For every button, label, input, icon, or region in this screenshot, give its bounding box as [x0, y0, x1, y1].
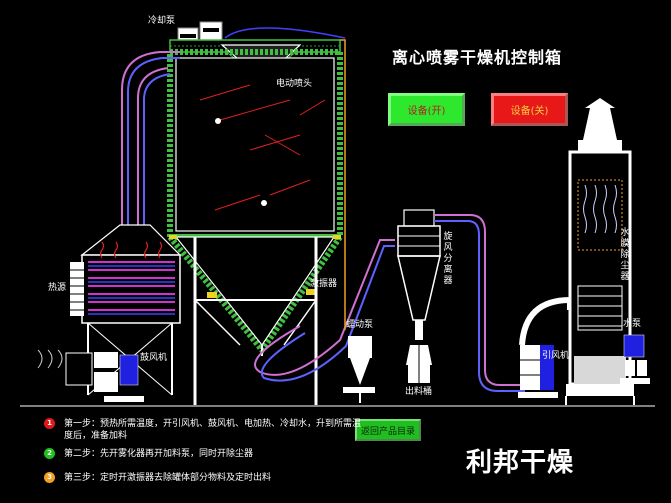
inlet-air-duct — [121, 51, 180, 240]
peristaltic-pump-label: 蠕动泵 — [346, 320, 374, 330]
device-off-button[interactable]: 设备(关) — [491, 93, 568, 126]
blower-label: 鼓风机 — [140, 353, 168, 363]
step-2-number: 2 — [44, 448, 55, 459]
peristaltic-pump-icon — [343, 336, 375, 403]
heater-box — [70, 224, 182, 396]
exhaust-pipe — [434, 214, 525, 392]
blower-icon — [37, 349, 144, 402]
step-3-text: 第三步：定时开激振器去除罐体部分物料及定时出料 — [64, 473, 272, 483]
dust-remover-label: 水膜除尘器 — [620, 228, 630, 282]
step-2-text: 第二步：先开雾化器再开加料泵，同时开除尘器 — [64, 449, 254, 459]
discharge-barrel-label: 出料桶 — [405, 387, 433, 397]
induced-fan-icon — [518, 296, 573, 398]
step-3-number: 3 — [44, 472, 55, 483]
back-to-catalog-button[interactable]: 返回产品目录 — [355, 419, 421, 441]
outlet-pipe — [254, 39, 395, 382]
cooling-pump-icon — [176, 21, 346, 46]
induced-fan-label: 引风机 — [542, 351, 570, 361]
cyclone-separator — [397, 209, 441, 383]
water-pump-icon — [620, 334, 650, 384]
step-1-number: 1 — [44, 418, 55, 429]
page-title: 离心喷雾干燥机控制箱 — [392, 48, 563, 67]
brand-name: 利邦干燥 — [466, 448, 575, 478]
cyclone-label: 旋风分离器 — [443, 232, 453, 286]
cooling-pump-label: 冷却泵 — [148, 16, 176, 26]
drying-chamber — [163, 39, 346, 405]
heat-source-label: 热源 — [48, 283, 67, 293]
dust-remover-tower — [565, 98, 635, 405]
step-1-text: 第一步：预热所需温度，开引风机、鼓风机、电加热、冷却水，升到所需温度后，准备加料 — [64, 419, 362, 441]
vibrator-label: 激振器 — [310, 279, 338, 289]
device-on-button[interactable]: 设备(开) — [388, 93, 465, 126]
water-pump-label: 水泵 — [623, 319, 642, 329]
electric-nozzle-label: 电动喷头 — [276, 79, 313, 89]
